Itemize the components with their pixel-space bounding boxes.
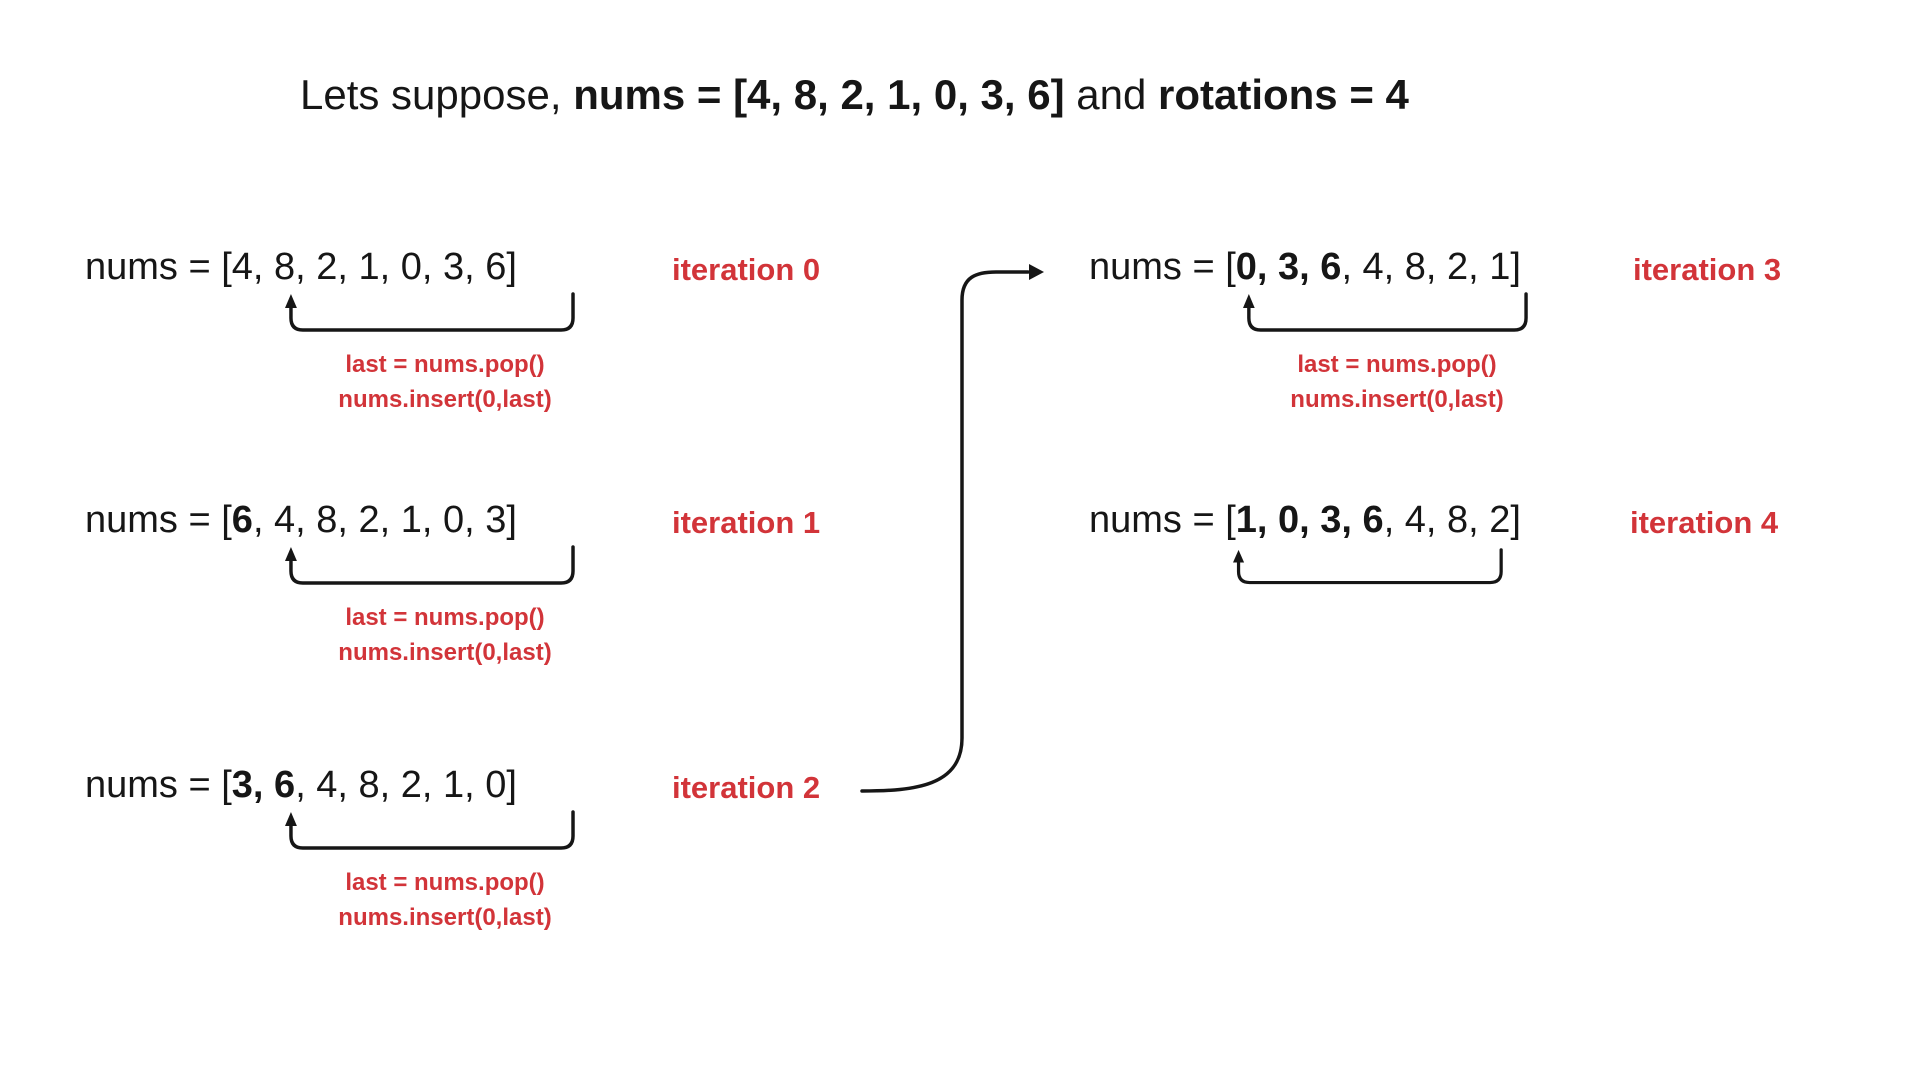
array-moved-part: 3, 6 [231, 764, 296, 806]
array-rest: 4, 8, 2, 1, 0, 3, 6] [231, 246, 517, 288]
title-rotations-value: rotations = 4 [1158, 71, 1409, 118]
iteration-label-4: iteration 4 [1630, 505, 1779, 540]
code-line: last = nums.pop() [345, 351, 545, 378]
array-rest: , 4, 8, 2, 1, 0] [295, 764, 517, 806]
iteration-label-0: iteration 0 [672, 252, 821, 287]
rotate-arrow-icon [1233, 548, 1503, 585]
rotate-arrow-icon [285, 292, 575, 332]
code-line: nums.insert(0,last) [338, 639, 552, 666]
nums-array-text-iter3: nums = [0, 3, 6, 4, 8, 2, 1] [1089, 244, 1521, 290]
array-moved-part: 0, 3, 6 [1235, 246, 1342, 288]
code-line: nums.insert(0,last) [338, 904, 552, 931]
array-prefix: nums = [ [1089, 246, 1236, 288]
array-prefix: nums = [ [1089, 499, 1236, 541]
iteration-label-2: iteration 2 [672, 770, 821, 805]
code-line: nums.insert(0,last) [338, 386, 552, 413]
array-moved-part: 1, 0, 3, 6 [1235, 499, 1384, 541]
rotate-arrow-icon [285, 545, 575, 585]
code-annotation-iter3: last = nums.pop() nums.insert(0,last) [1247, 347, 1547, 417]
array-rest: , 4, 8, 2] [1383, 499, 1521, 541]
page-title: Lets suppose, nums = [4, 8, 2, 1, 0, 3, … [300, 70, 1409, 120]
iteration-label-1: iteration 1 [672, 505, 821, 540]
code-line: last = nums.pop() [345, 869, 545, 896]
title-nums-value: nums = [4, 8, 2, 1, 0, 3, 6] [573, 71, 1065, 118]
array-prefix: nums = [ [85, 246, 232, 288]
iteration-label-3: iteration 3 [1633, 252, 1782, 287]
code-line: last = nums.pop() [345, 604, 545, 631]
nums-array-text-iter1: nums = [6, 4, 8, 2, 1, 0, 3] [85, 497, 517, 543]
code-annotation-iter1: last = nums.pop() nums.insert(0,last) [295, 600, 595, 670]
array-moved-part: 6 [231, 499, 253, 541]
array-rest: , 4, 8, 2, 1, 0, 3] [252, 499, 517, 541]
code-annotation-iter2: last = nums.pop() nums.insert(0,last) [295, 865, 595, 935]
title-and: and [1064, 71, 1158, 118]
nums-array-text-iter0: nums = [4, 8, 2, 1, 0, 3, 6] [85, 244, 517, 290]
code-line: last = nums.pop() [1297, 351, 1497, 378]
code-line: nums.insert(0,last) [1290, 386, 1504, 413]
array-rest: , 4, 8, 2, 1] [1341, 246, 1521, 288]
nums-array-text-iter4: nums = [1, 0, 3, 6, 4, 8, 2] [1089, 497, 1521, 543]
array-prefix: nums = [ [85, 499, 232, 541]
array-prefix: nums = [ [85, 764, 232, 806]
code-annotation-iter0: last = nums.pop() nums.insert(0,last) [295, 347, 595, 417]
rotate-arrow-icon [1243, 292, 1528, 332]
rotate-arrow-icon [285, 810, 575, 850]
title-intro: Lets suppose, [300, 71, 574, 118]
nums-array-text-iter2: nums = [3, 6, 4, 8, 2, 1, 0] [85, 762, 517, 808]
